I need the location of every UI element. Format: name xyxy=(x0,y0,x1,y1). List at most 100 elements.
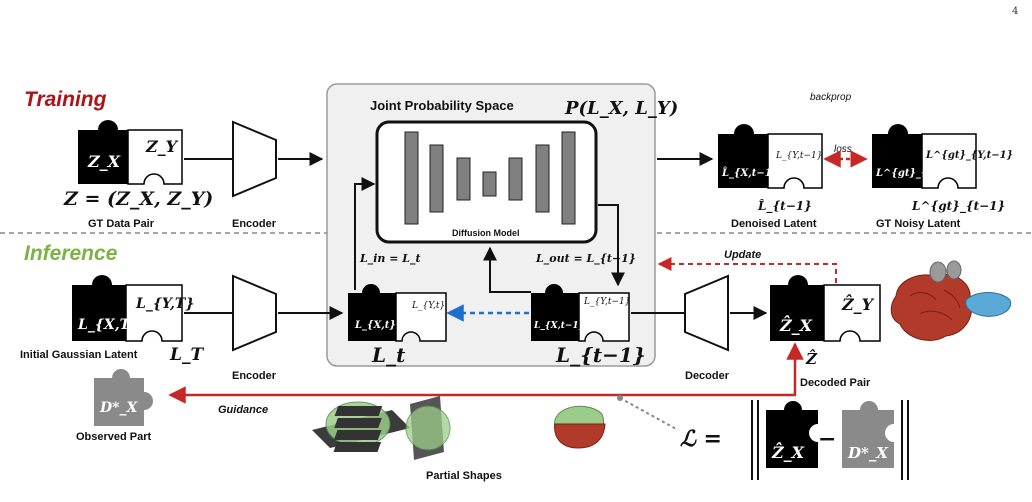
puzzle-left-piece xyxy=(531,284,579,341)
ventricle-shape xyxy=(946,260,962,280)
inference-encoder-trapezoid xyxy=(232,274,277,352)
decoded-right-label: Ẑ_Y xyxy=(841,293,875,314)
gt-data-pair-caption: GT Data Pair xyxy=(88,218,155,230)
brain-folds xyxy=(909,289,961,321)
gt-left-label: L^{gt}_{X,t−1} xyxy=(875,168,965,179)
decoder-trapezoid xyxy=(684,274,729,352)
lt1-right-label: L_{Y,t−1} xyxy=(583,297,630,307)
gt-symbol: L^{gt}_{t−1} xyxy=(911,199,1005,214)
puzzle-left-piece xyxy=(78,120,128,184)
partial-shapes-render xyxy=(312,396,606,460)
decoded-pair-puzzle xyxy=(770,274,881,342)
ventricle-shape xyxy=(929,261,947,283)
loss-dx-puzzle xyxy=(842,401,894,468)
puzzle-right-piece xyxy=(127,129,183,185)
partial-shapes-caption: Partial Shapes xyxy=(426,470,502,482)
denoised-left-label: L̂_{X,t−1} xyxy=(721,167,778,179)
lt1-left-label: L_{X,t−1} xyxy=(533,321,585,331)
loss-zx-puzzle xyxy=(766,401,818,468)
l-out-arrow xyxy=(598,204,625,287)
cerebellum-shape xyxy=(965,292,1012,317)
panel-title: Joint Probability Space xyxy=(370,98,514,113)
guidance-arrow xyxy=(168,342,804,404)
lt-right-label: L_{Y,t} xyxy=(411,301,445,311)
unet-blocks xyxy=(404,131,576,225)
unet-block xyxy=(429,144,444,213)
denoised-latent-puzzle xyxy=(718,124,823,189)
puzzle-black-piece xyxy=(766,401,818,468)
l-in-label: L_in = L_t xyxy=(359,252,421,266)
init-left-label: L_{X,T} xyxy=(77,317,139,333)
init-caption: Initial Gaussian Latent xyxy=(20,349,138,361)
l-in-arrow xyxy=(354,177,376,290)
puzzle-right-piece xyxy=(921,133,977,189)
slice-stack xyxy=(333,430,382,440)
decoder-label: Decoder xyxy=(685,370,730,382)
puzzle-right-piece xyxy=(578,292,630,342)
loop-arrow xyxy=(483,246,531,293)
unet-block xyxy=(535,144,550,213)
slice-stack xyxy=(333,442,382,452)
training-label: Training xyxy=(24,88,107,111)
denoised-caption: Denoised Latent xyxy=(731,218,817,230)
puzzle-gray-piece xyxy=(842,401,894,468)
slice-stack xyxy=(334,418,382,428)
loss-zx-label: Ẑ_X xyxy=(771,441,805,462)
update-label: Update xyxy=(724,249,761,261)
joint-probability-formula: P(L_X, L_Y) xyxy=(564,98,678,119)
unet-block xyxy=(404,131,419,225)
gt-right-label: L^{gt}_{Y,t−1} xyxy=(925,150,1013,161)
slice-stack xyxy=(334,406,383,416)
puzzle-gray-piece xyxy=(94,369,153,426)
backprop-label: backprop xyxy=(810,92,852,103)
partial-link xyxy=(619,397,679,431)
unet-block xyxy=(561,131,576,225)
init-symbol: L_T xyxy=(169,345,204,365)
brain-partial-red xyxy=(554,423,606,449)
diffusion-model-label: Diffusion Model xyxy=(452,228,520,238)
puzzle-right-piece xyxy=(395,292,447,342)
decoded-left-label: Ẑ_X xyxy=(779,314,813,335)
denoised-right-label: L_{Y,t−1} xyxy=(775,151,822,161)
observed-caption: Observed Part xyxy=(76,431,152,443)
loss-minus: − xyxy=(818,426,836,452)
l-out-label: L_out = L_{t−1} xyxy=(535,252,636,266)
loss-formula-symbol: ℒ = xyxy=(680,426,722,452)
gt-noisy-latent-puzzle xyxy=(872,124,977,189)
gt-data-pair-puzzle xyxy=(78,120,183,185)
inference-label: Inference xyxy=(24,242,118,265)
unet-block xyxy=(508,157,523,201)
page-number: 4 xyxy=(1012,6,1018,17)
brain-partial xyxy=(405,405,451,451)
training-encoder-trapezoid xyxy=(232,120,277,198)
update-arrow xyxy=(657,257,837,283)
zy-label: Z_Y xyxy=(145,137,179,156)
denoised-symbol: L̂_{t−1} xyxy=(757,198,812,214)
puzzle-left-piece xyxy=(770,274,824,341)
puzzle-left-piece xyxy=(718,124,768,188)
gt-caption: GT Noisy Latent xyxy=(876,218,961,230)
initial-gaussian-latent-puzzle xyxy=(72,275,183,342)
puzzle-right-piece xyxy=(767,133,823,189)
lt-left-label: L_{X,t} xyxy=(354,320,396,331)
init-right-label: L_{Y,T} xyxy=(135,296,194,312)
lt1-symbol: L_{t−1} xyxy=(555,343,646,367)
observed-part-puzzle xyxy=(94,369,153,426)
loss-dx-label: D*_X xyxy=(847,444,889,462)
inference-encoder-label: Encoder xyxy=(232,370,277,382)
latent-lt1-puzzle xyxy=(531,284,630,342)
latent-lt-puzzle xyxy=(348,284,447,342)
observed-label: D*_X xyxy=(99,400,138,416)
puzzle-left-piece xyxy=(72,275,126,341)
puzzle-left-piece xyxy=(872,124,922,188)
unet-block xyxy=(456,157,471,201)
puzzle-left-piece xyxy=(348,284,396,341)
guidance-label: Guidance xyxy=(218,404,268,416)
unet-block xyxy=(482,171,497,197)
pair-equation: Z = (Z_X, Z_Y) xyxy=(63,188,213,210)
decoded-symbol: Ẑ xyxy=(805,349,818,368)
decoded-caption: Decoded Pair xyxy=(800,377,871,389)
puzzle-right-piece xyxy=(125,284,183,342)
lt-symbol: L_t xyxy=(371,343,406,367)
